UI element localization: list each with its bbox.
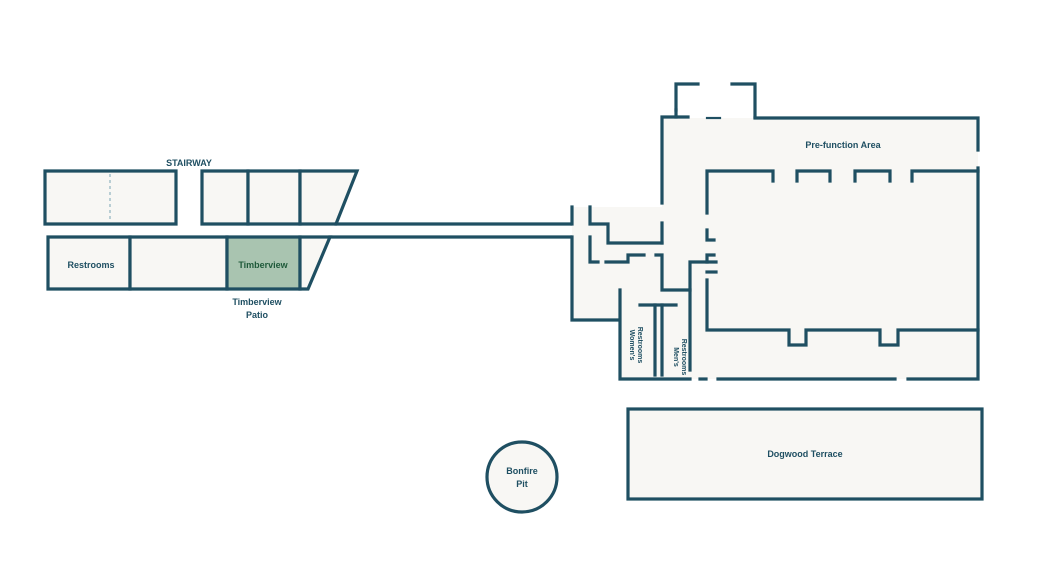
middle-room[interactable] (128, 235, 229, 291)
east-wing (570, 82, 980, 381)
ballroom-wall-north (705, 169, 775, 215)
timberview-label: Timberview (238, 260, 288, 270)
dogwood-terrace-label: Dogwood Terrace (767, 449, 842, 459)
west-passage-inner (588, 235, 600, 264)
mens-restrooms-label-line2: Restrooms (680, 339, 687, 376)
ballroom-door-2 (853, 169, 892, 183)
ballroom-wall-west-2 (705, 253, 716, 264)
west-passage-top-2 (588, 205, 664, 245)
bonfire-pit-label-line2: Pit (516, 479, 528, 489)
bonfire-pit[interactable] (485, 440, 559, 514)
bonfire-pit-label-line1: Bonfire (506, 466, 538, 476)
womens-restrooms-label-line2: Restrooms (636, 327, 643, 364)
outdoor-features (485, 407, 984, 514)
east-wall (906, 166, 980, 381)
womens-restrooms-label-line1: Women's (628, 330, 635, 361)
stairway-room-left[interactable] (43, 169, 178, 226)
timberview-patio-label-line2: Patio (246, 310, 269, 320)
east-wing-floor (572, 118, 978, 379)
stairway-room-a[interactable] (200, 169, 250, 226)
patio-wedge (298, 235, 333, 291)
prefunction-label: Pre-function Area (805, 140, 881, 150)
stairway-room-c[interactable] (298, 169, 360, 226)
west-passage-inner-3 (654, 253, 718, 292)
west-passage-inner-2 (604, 253, 646, 264)
prefunction-north-wall-left (660, 115, 690, 205)
stairway-room-b[interactable] (246, 169, 302, 226)
dogwood-terrace[interactable] (626, 407, 984, 501)
mens-restrooms-label-line1: Men's (672, 347, 679, 367)
prefunction-north-wall-right (753, 116, 980, 152)
ballroom-wall-west (705, 228, 716, 242)
labels: STAIRWAY Restrooms Timberview Timberview… (67, 140, 881, 489)
north-entrance-right (730, 82, 757, 119)
restrooms-label: Restrooms (67, 260, 114, 270)
west-wing (43, 169, 574, 291)
timberview-patio-label-line1: Timberview (232, 297, 282, 307)
ballroom-door-3 (910, 169, 980, 183)
stairway-label: STAIRWAY (166, 158, 212, 168)
ballroom-wall-west-4 (705, 278, 980, 347)
ballroom-door-1 (795, 169, 832, 183)
north-entrance (674, 82, 700, 112)
